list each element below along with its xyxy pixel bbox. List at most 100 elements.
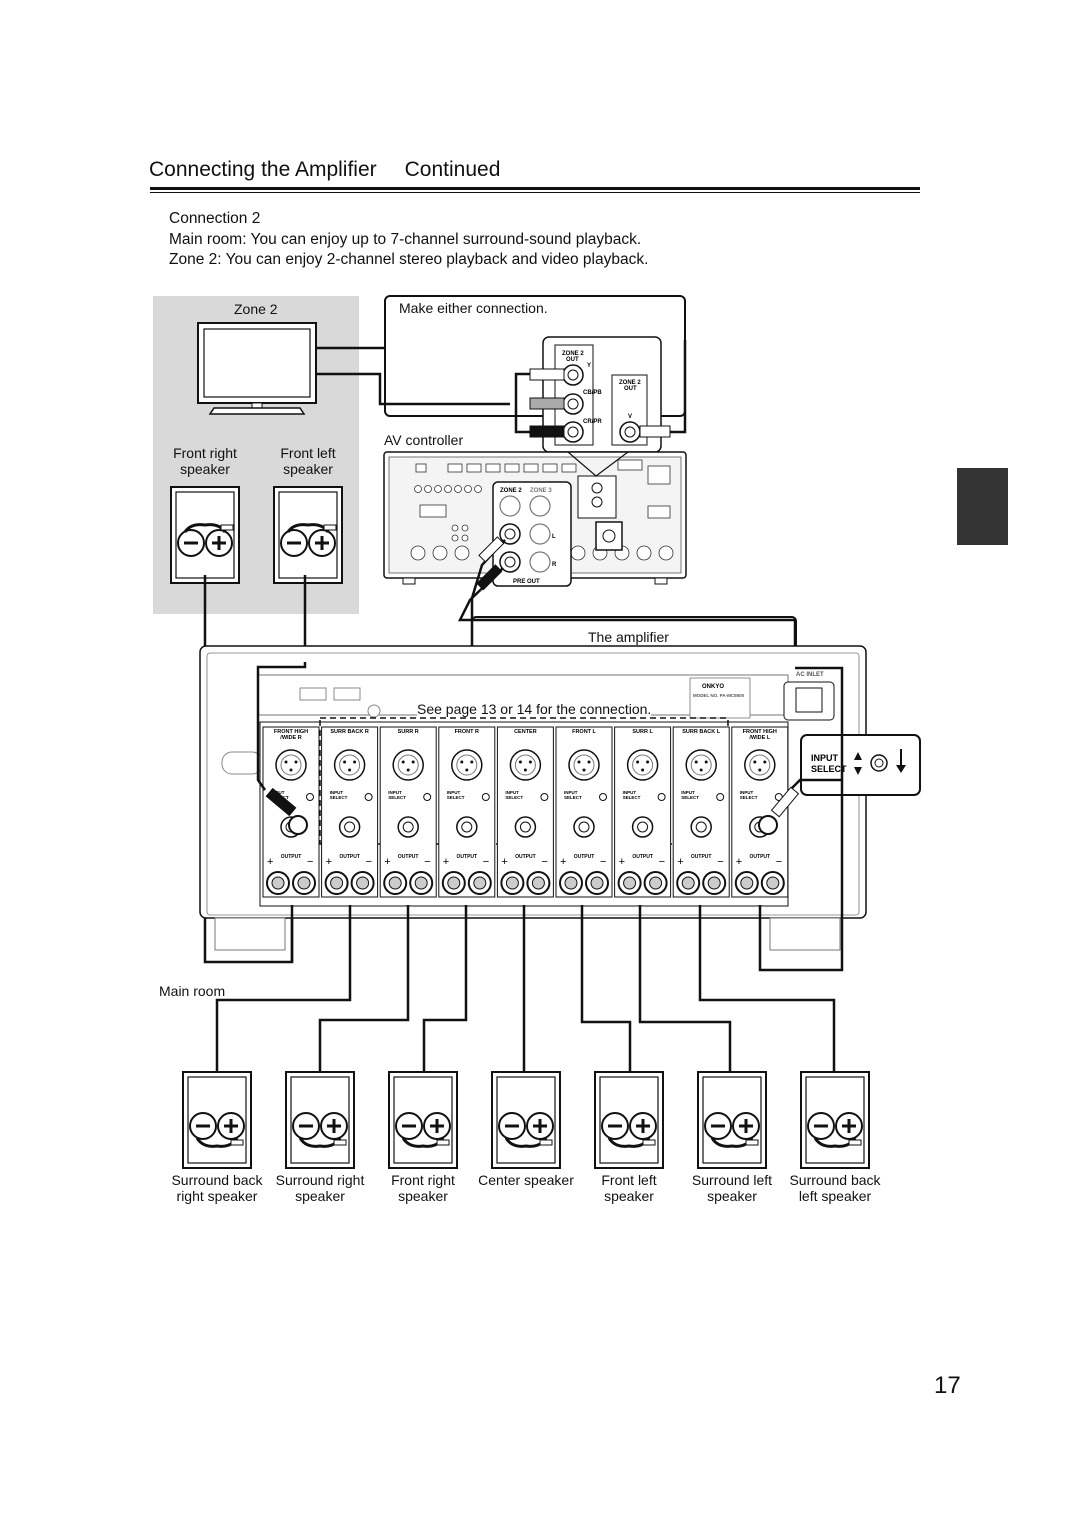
- title-text: Connecting the Amplifier: [149, 158, 377, 181]
- av-controller-label: AV controller: [384, 432, 464, 448]
- amp-output-label: OUTPUT: [457, 854, 478, 860]
- speaker-caption-line2: speaker: [604, 1188, 654, 1204]
- amp-output-label: OUTPUT: [515, 854, 536, 860]
- amp-input-label: INPUT: [330, 790, 344, 795]
- zone2-label: Zone 2: [169, 251, 218, 268]
- out-label: OUT: [566, 357, 579, 363]
- amp-output-label: OUTPUT: [281, 854, 302, 860]
- amp-select-label: SELECT: [740, 795, 758, 800]
- y-label: Y: [587, 363, 591, 369]
- make-either-label: Make either connection.: [399, 300, 548, 316]
- v-label: V: [628, 414, 632, 420]
- amp-input-label: INPUT: [623, 790, 637, 795]
- amp-input-label: INPUT: [388, 790, 402, 795]
- speaker-caption-line1: Surround right: [275, 1172, 365, 1188]
- speaker-caption-line2: right speaker: [176, 1188, 258, 1204]
- amp-output-label: OUTPUT: [750, 854, 771, 860]
- amp-channel-label: CENTER: [514, 729, 537, 735]
- zone2-front-left-line1: Front left: [280, 445, 336, 461]
- speaker-caption-line2: speaker: [295, 1188, 345, 1204]
- surround-left-speaker-icon: [696, 1070, 768, 1170]
- amp-channel-graphic: [437, 726, 496, 898]
- onkyo-logo: ONKYO: [702, 684, 724, 690]
- title-continued: Continued: [404, 158, 501, 181]
- pre-out-label: PRE OUT: [513, 579, 540, 585]
- main-room-label-diagram: Main room: [159, 983, 226, 999]
- speaker-caption-line2: speaker: [398, 1188, 448, 1204]
- amp-input-label: INPUT: [564, 790, 578, 795]
- av-controller-panel: ZONE 2 ZONE 3 L R PRE OUT: [383, 451, 687, 587]
- pre-out-zone2-label: ZONE 2: [500, 488, 522, 494]
- amp-channel-label: SURR BACK R: [330, 729, 369, 735]
- amp-channel-label: FRONT HIGH: [743, 729, 777, 735]
- center-speaker-icon: [490, 1070, 562, 1170]
- amp-output-label: OUTPUT: [691, 854, 712, 860]
- amp-channel-graphic: [496, 726, 555, 898]
- page-title: Connecting the Amplifier Continued: [149, 158, 500, 182]
- amp-channel-graphic: [320, 726, 379, 898]
- surround-back-right-speaker-icon: [181, 1070, 253, 1170]
- section-tab: [957, 468, 1008, 545]
- cb-pb-label: CB/PB: [583, 390, 602, 396]
- amp-channel-label: FRONT HIGH: [274, 729, 308, 735]
- amp-input-label: INPUT: [681, 790, 695, 795]
- amplifier-label: The amplifier: [588, 629, 669, 645]
- input-select-line2: SELECT: [811, 764, 847, 774]
- zone2-component-out-panel: ZONE 2 OUT Y CB/PB CR/PR ZONE 2 OUT V: [542, 336, 662, 453]
- speaker-caption-line1: Surround left: [691, 1172, 773, 1188]
- page-number: 17: [934, 1372, 961, 1399]
- amp-input-label: INPUT: [447, 790, 461, 795]
- zone2-out-label: ZONE 2: [562, 351, 584, 357]
- amp-select-label: SELECT: [447, 795, 465, 800]
- speaker-caption-line2: left speaker: [798, 1188, 872, 1204]
- speaker-caption-line1: Front right: [391, 1172, 455, 1188]
- amp-channel-graphic: [555, 726, 613, 898]
- amp-channel-label: SURR BACK L: [682, 729, 721, 735]
- cr-pr-label: CR/PR: [583, 419, 602, 425]
- ac-inlet-label: AC INLET: [796, 672, 824, 678]
- amp-output-label: OUTPUT: [574, 854, 595, 860]
- amp-select-label: SELECT: [564, 795, 582, 800]
- pre-out-r-label: R: [552, 562, 557, 568]
- speaker-caption-line1: Surround back: [789, 1172, 881, 1188]
- main-room-line: Main room: You can enjoy up to 7-channel…: [169, 231, 641, 249]
- input-select-line1: INPUT: [811, 753, 839, 763]
- amp-channel-label: FRONT L: [572, 729, 596, 735]
- amp-select-label: SELECT: [681, 795, 699, 800]
- zone2-front-right-line1: Front right: [173, 445, 237, 461]
- zone2-front-right-speaker-icon: [169, 485, 241, 585]
- see-page-label: See page 13 or 14 for the connection.: [417, 701, 652, 717]
- model-label: MODEL NO. PA-MC5500: [693, 693, 745, 698]
- amp-input-label: INPUT: [740, 790, 754, 795]
- main-room-text: : You can enjoy up to 7-channel surround…: [242, 231, 642, 248]
- zone2-out-video-label: ZONE 2: [619, 380, 641, 386]
- pre-out-zone3-label: ZONE 3: [530, 488, 552, 494]
- tv-icon: [197, 322, 317, 415]
- surround-right-speaker-icon: [284, 1070, 356, 1170]
- front-left-speaker-icon: [593, 1070, 665, 1170]
- connection-heading: Connection 2: [169, 210, 261, 227]
- speaker-caption-line1: Surround back: [171, 1172, 263, 1188]
- amp-channel-label-sub: /WIDE L: [749, 735, 770, 741]
- amp-output-label: OUTPUT: [398, 854, 419, 860]
- amp-channel-graphic: [613, 726, 672, 898]
- front-right-speaker-icon: [387, 1070, 459, 1170]
- speaker-caption-line2: speaker: [707, 1188, 757, 1204]
